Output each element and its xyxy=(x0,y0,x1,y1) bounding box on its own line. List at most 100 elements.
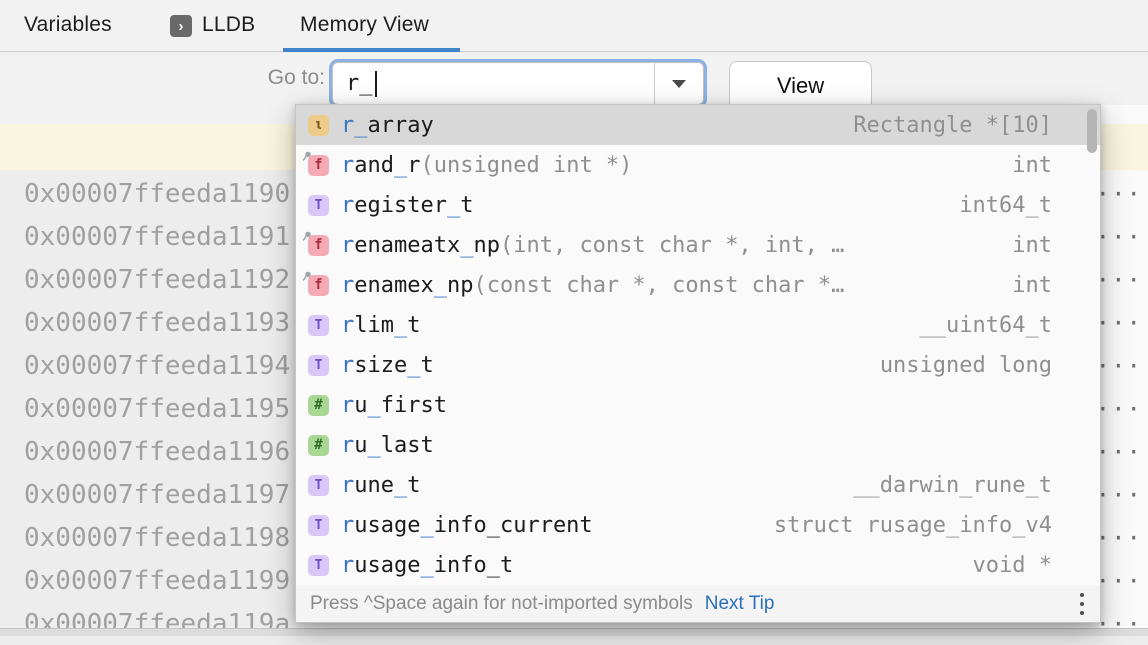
memory-address-row: 0x00007ffeeda1198 ··· xyxy=(0,516,1148,559)
memory-address-row: 0x00007ffeeda1191 ··· xyxy=(0,215,1148,258)
tab-lldb[interactable]: LLDB xyxy=(202,13,256,36)
completion-item[interactable]: # ru_last xyxy=(296,425,1100,465)
typedef-icon: T xyxy=(308,554,329,576)
symbol-name: renamex_np xyxy=(341,272,474,298)
typedef-icon: T xyxy=(308,354,329,376)
symbol-name: rune_t xyxy=(341,472,421,498)
function-icon: f xyxy=(302,271,329,296)
goto-input[interactable]: r_ xyxy=(333,63,654,104)
symbol-name: renameatx_np xyxy=(341,232,500,258)
typedef-icon: T xyxy=(308,314,329,336)
memory-address-row: 0x00007ffeeda1193 ··· xyxy=(0,301,1148,344)
ascii-bytes: ··· xyxy=(1095,222,1142,251)
symbol-name: rlim_t xyxy=(341,312,421,338)
memory-rows: 0x00007ffeeda1190 ··· 0x00007ffeeda1191 ···… xyxy=(0,172,1148,645)
ascii-bytes: ··· xyxy=(1095,437,1142,466)
symbol-type: struct rusage_info_v4 xyxy=(773,512,1052,538)
next-tip-link[interactable]: Next Tip xyxy=(704,592,775,614)
macro-icon: # xyxy=(308,434,329,456)
completion-item[interactable]: f renamex_np(const char *, const char *… i… xyxy=(296,265,1100,305)
symbol-name: register_t xyxy=(341,192,474,218)
symbol-name: rsize_t xyxy=(341,352,434,378)
symbol-signature: (unsigned int *) xyxy=(420,152,633,178)
memory-address: 0x00007ffeeda1197 xyxy=(24,479,291,510)
memory-address: 0x00007ffeeda1196 xyxy=(24,436,291,467)
symbol-name: ru_last xyxy=(341,432,434,458)
symbol-type: Rectangle *[10] xyxy=(853,112,1052,138)
symbol-name: r_array xyxy=(341,112,434,138)
memory-address: 0x00007ffeeda1199 xyxy=(24,565,291,596)
active-tab-underline xyxy=(283,48,460,52)
ascii-bytes: ··· xyxy=(1095,265,1142,294)
view-button[interactable]: View xyxy=(729,61,872,110)
completion-item[interactable]: # ru_first xyxy=(296,385,1100,425)
pin-icon xyxy=(302,270,313,281)
memory-address-row: 0x00007ffeeda1199 ··· xyxy=(0,559,1148,602)
memory-address-row: 0x00007ffeeda1192 ··· xyxy=(0,258,1148,301)
pin-icon xyxy=(302,230,313,241)
ascii-bytes: ··· xyxy=(1095,566,1142,595)
memory-address: 0x00007ffeeda1190 xyxy=(24,178,291,209)
chevron-down-icon xyxy=(672,79,686,88)
tab-memory-view[interactable]: Memory View xyxy=(300,13,430,36)
bottom-edge xyxy=(0,628,1148,636)
memory-address: 0x00007ffeeda1194 xyxy=(24,350,291,381)
function-icon: f xyxy=(302,231,329,256)
symbol-signature: (int, const char *, int, … xyxy=(499,232,845,258)
function-icon: f xyxy=(302,151,329,176)
memory-address: 0x00007ffeeda1198 xyxy=(24,522,291,553)
ascii-bytes: ··· xyxy=(1095,523,1142,552)
hint-text: Press ^Space again for not-imported symb… xyxy=(310,592,693,614)
memory-address-row: 0x00007ffeeda1197··· xyxy=(0,473,1148,516)
ascii-bytes: ··· xyxy=(1095,351,1142,380)
goto-combobox[interactable]: r_ xyxy=(329,59,707,108)
memory-address-row: 0x00007ffeeda1190 ··· xyxy=(0,172,1148,215)
symbol-type: void * xyxy=(972,552,1052,578)
completion-item[interactable]: f rand_r(unsigned int *) int xyxy=(296,145,1100,185)
memory-address-row: 0x00007ffeeda1196 ··· xyxy=(0,430,1148,473)
ascii-column-background xyxy=(1099,105,1148,628)
memory-address: 0x00007ffeeda1192 xyxy=(24,264,291,295)
symbol-name: rusage_info_t xyxy=(341,552,514,578)
symbol-name: rusage_info_current xyxy=(341,512,593,538)
symbol-type: unsigned long xyxy=(879,352,1052,378)
memory-address-row: 0x00007ffeeda1194 ··· xyxy=(0,344,1148,387)
pin-icon xyxy=(302,150,313,161)
symbol-signature: (const char *, const char *… xyxy=(473,272,845,298)
typedef-icon: T xyxy=(308,474,329,496)
symbol-type: int64_t xyxy=(959,192,1052,218)
kebab-menu-icon[interactable] xyxy=(1080,585,1084,622)
tab-variables[interactable]: Variables xyxy=(24,13,112,36)
symbol-type: int xyxy=(1012,152,1052,178)
debug-tab-bar: Variables › LLDB Memory View xyxy=(0,0,1148,52)
combobox-dropdown-button[interactable] xyxy=(654,63,703,104)
memory-address: 0x00007ffeeda1193 xyxy=(24,307,291,338)
memory-address-row: 0x00007ffeeda1195··· xyxy=(0,387,1148,430)
symbol-type: int xyxy=(1012,272,1052,298)
symbol-name: rand_r xyxy=(341,152,421,178)
ascii-bytes: ··· xyxy=(1095,308,1142,337)
symbol-type: __darwin_rune_t xyxy=(853,472,1052,498)
symbol-name: ru_first xyxy=(341,392,447,418)
memory-address: 0x00007ffeeda1191 xyxy=(24,221,291,252)
ascii-bytes: ··· xyxy=(1095,179,1142,208)
debugger-console-icon: › xyxy=(170,15,192,37)
ascii-bytes: ··· xyxy=(1095,394,1142,423)
goto-label: Go to: xyxy=(267,66,325,89)
macro-icon: # xyxy=(308,394,329,416)
typedef-icon: T xyxy=(308,194,329,216)
symbol-type: __uint64_t xyxy=(919,312,1052,338)
popup-scrollbar-thumb[interactable] xyxy=(1087,109,1097,153)
text-caret xyxy=(374,70,377,97)
